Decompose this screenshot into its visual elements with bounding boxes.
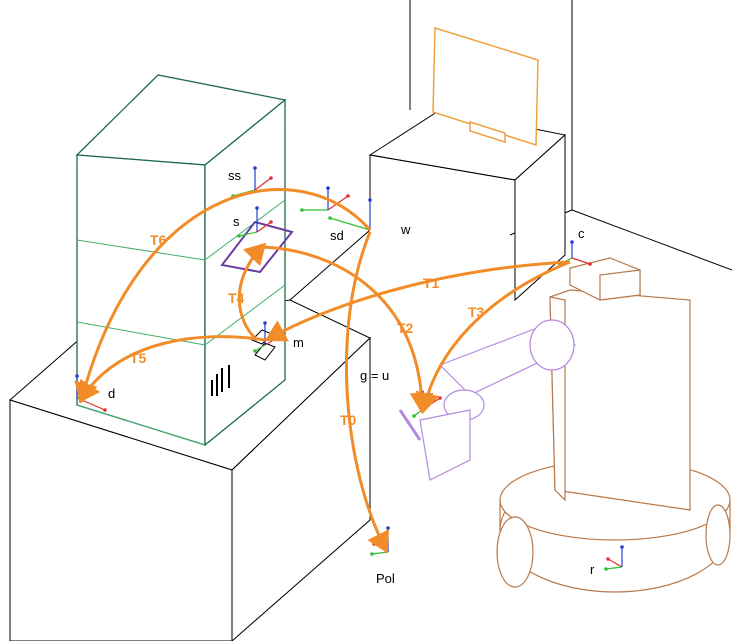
frame-label-w: w xyxy=(400,222,411,237)
frame-label-r: r xyxy=(590,562,595,577)
axis-y-m xyxy=(254,344,266,352)
arrow-t6 xyxy=(74,188,372,404)
axis-y-r xyxy=(605,566,623,570)
arrow-t2 xyxy=(261,245,434,414)
monitor xyxy=(432,26,539,147)
axis-y-s xyxy=(238,231,258,237)
axis-tip-z-r xyxy=(620,545,624,549)
axis-tip-y-s xyxy=(237,234,241,238)
axis-tip-x-g xyxy=(438,396,442,400)
axis-tip-y-m xyxy=(253,349,257,353)
frame-label-d: d xyxy=(108,386,115,401)
axis-tip-x-c xyxy=(588,262,592,266)
arrow-t3 xyxy=(415,260,571,414)
floor-line xyxy=(289,229,371,301)
axis-y-w xyxy=(329,217,371,231)
axis-x-s xyxy=(256,221,272,233)
axis-tip-y-g xyxy=(412,414,416,418)
axis-tip-z-sd xyxy=(326,186,330,190)
label-t1: T1 xyxy=(423,275,440,291)
axis-tip-x-m xyxy=(277,335,281,339)
axis-tip-z-pol xyxy=(386,526,390,530)
frame-label-ss: ss xyxy=(228,168,242,183)
axis-x-ss xyxy=(254,177,272,191)
label-t2: T2 xyxy=(397,320,414,336)
frame-label-pol: Pol xyxy=(376,571,395,586)
axis-tip-z-ss xyxy=(253,166,257,170)
frame-label-sd: sd xyxy=(330,228,344,243)
robot-arm xyxy=(398,319,577,481)
frame-label-c: c xyxy=(578,226,585,241)
frame-label-m: m xyxy=(293,335,304,350)
axis-x-pol xyxy=(373,543,389,553)
axis-tip-y-w xyxy=(328,216,332,220)
axis-tip-x-ss xyxy=(269,176,273,180)
label-t0: T0 xyxy=(340,412,357,428)
label-t5: T5 xyxy=(130,350,147,366)
axis-tip-x-sd xyxy=(346,194,350,198)
transform-arrows xyxy=(74,188,571,554)
frame-label-s: s xyxy=(233,214,240,229)
mobile-robot xyxy=(496,257,731,593)
label-t3: T3 xyxy=(468,304,485,320)
arrow-t4 xyxy=(237,242,267,342)
axis-tip-x-pol xyxy=(372,542,376,546)
axis-tip-x-r xyxy=(606,557,610,561)
arrow-t0 xyxy=(344,231,389,554)
arrow-t5 xyxy=(78,335,266,404)
axis-tip-y-pol xyxy=(370,552,374,556)
axis-tip-z-d xyxy=(75,374,79,378)
frame-label-g-u: g = u xyxy=(360,368,389,383)
axis-tip-y-sd xyxy=(300,208,304,212)
axis-tip-z-m xyxy=(263,321,267,325)
axis-y-pol xyxy=(371,551,389,555)
axis-tip-x-d xyxy=(103,408,107,412)
axis-x-r xyxy=(607,558,623,568)
axis-tip-x-s xyxy=(269,220,273,224)
label-t4: T4 xyxy=(228,290,245,306)
axis-x-c xyxy=(571,257,591,265)
axis-tip-z-c xyxy=(570,240,574,244)
axis-tip-z-s xyxy=(255,206,259,210)
axis-tip-z-w xyxy=(368,198,372,202)
axis-tip-y-r xyxy=(604,567,608,571)
label-t6: T6 xyxy=(150,232,167,248)
shelf-dividers xyxy=(76,199,286,446)
arrow-t1 xyxy=(264,260,571,342)
barcode xyxy=(211,365,230,396)
